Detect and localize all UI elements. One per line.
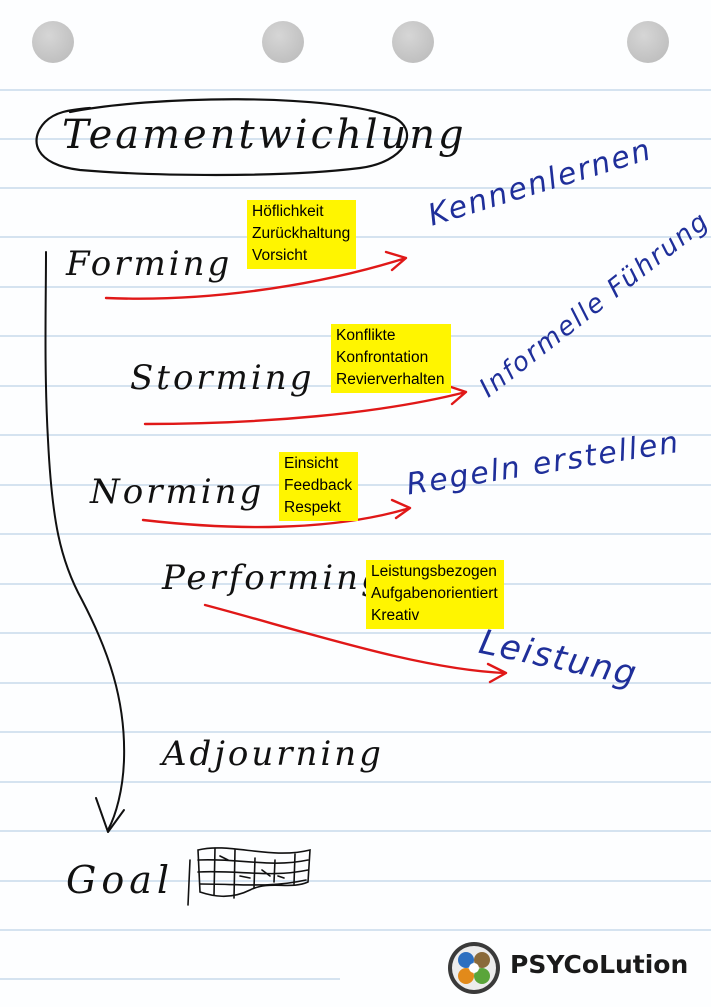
- punch-hole-3: [392, 21, 434, 63]
- note-item: Konflikte: [336, 327, 396, 344]
- page-title: Teamentwichlung: [62, 112, 467, 158]
- note-item: Kreativ: [371, 607, 420, 624]
- brand-name: PSYCoLution: [510, 950, 689, 979]
- goal-label: Goal: [66, 858, 175, 902]
- notes-storming: Konflikte Konfrontation Revierverhalten: [331, 324, 451, 393]
- punch-hole-1: [32, 21, 74, 63]
- note-item: Höflichkeit: [252, 203, 324, 220]
- psycolution-logo-icon: [448, 942, 500, 994]
- note-item: Leistungsbezogen: [371, 563, 497, 580]
- note-item: Aufgabenorientiert: [371, 585, 498, 602]
- note-item: Vorsicht: [252, 247, 308, 264]
- stage-adjourning: Adjourning: [162, 734, 384, 774]
- notes-forming: Höflichkeit Zurückhaltung Vorsicht: [247, 200, 357, 269]
- stage-storming: Storming: [130, 358, 315, 398]
- note-item: Konfrontation: [336, 349, 429, 366]
- note-item: Einsicht: [284, 455, 339, 472]
- stage-performing: Performing: [162, 558, 386, 598]
- notes-norming: Einsicht Feedback Respekt: [279, 452, 359, 521]
- punch-hole-4: [627, 21, 669, 63]
- punch-hole-2: [262, 21, 304, 63]
- note-item: Revierverhalten: [336, 371, 445, 388]
- note-item: Respekt: [284, 499, 341, 516]
- note-item: Zurückhaltung: [252, 225, 351, 242]
- notes-performing: Leistungsbezogen Aufgabenorientiert Krea…: [366, 560, 504, 629]
- note-item: Feedback: [284, 477, 353, 494]
- stage-forming: Forming: [66, 244, 233, 284]
- stage-norming: Norming: [90, 472, 265, 512]
